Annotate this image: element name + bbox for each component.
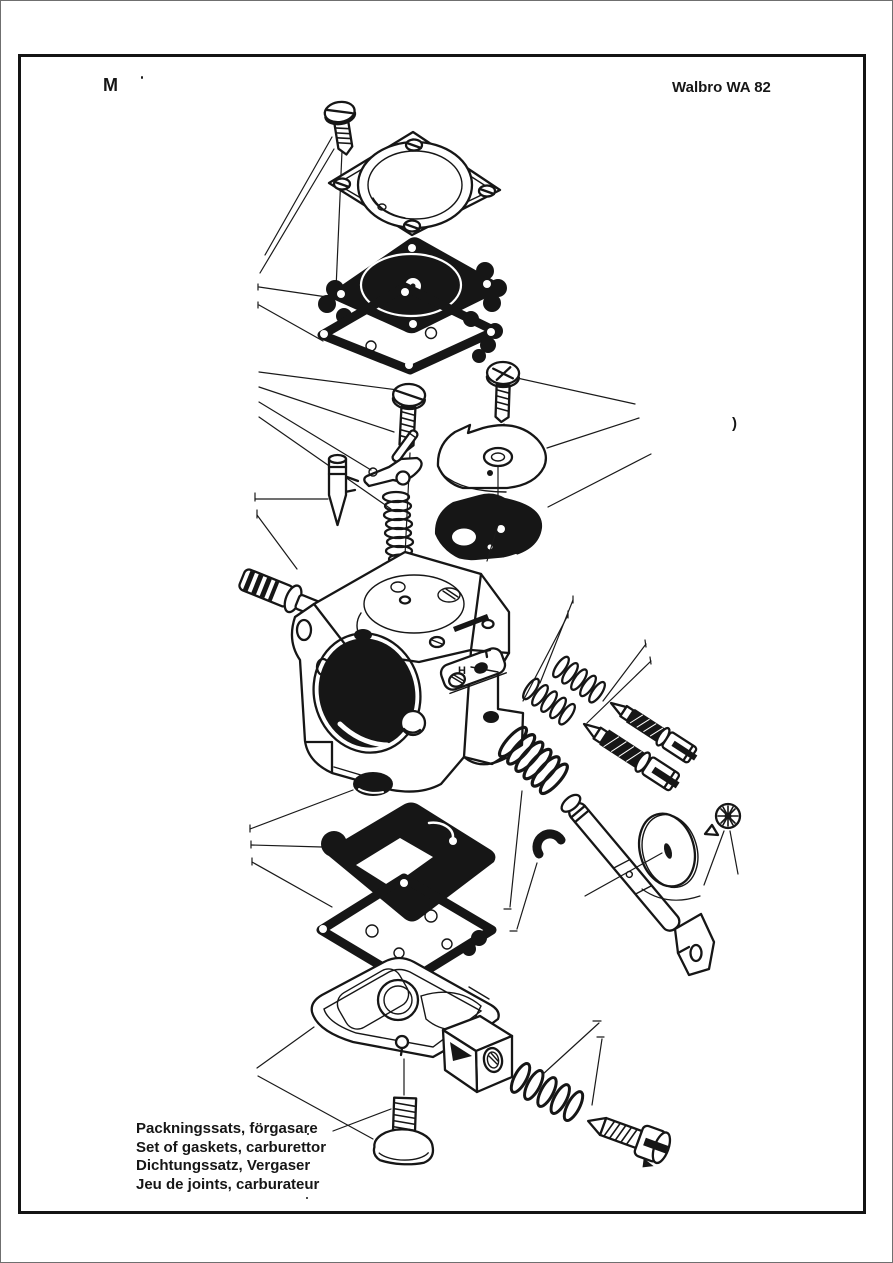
- caption-line-english: Set of gaskets, carburettor: [136, 1138, 327, 1156]
- throttle-return-spring: [497, 725, 569, 796]
- cover-screw-axis-line: [335, 150, 343, 290]
- page-border-frame: [18, 54, 866, 1214]
- bottom-cover-screw: [372, 1096, 435, 1166]
- choke-friction-screw: [485, 360, 521, 424]
- idle-spring: [509, 1062, 585, 1122]
- adjustment-needle-spring-1: [552, 655, 607, 704]
- section-letter: M: [103, 75, 119, 95]
- welch-plug: [353, 772, 393, 796]
- stray-scan-mark: ): [732, 415, 737, 432]
- caption-line-french: Jeu de joints, carburateur: [136, 1175, 320, 1193]
- adjustment-needle-spring-2: [522, 677, 577, 726]
- leader-lines-idle: [541, 1020, 605, 1106]
- leader-lines-plate-screw: [641, 830, 739, 901]
- metering-lever: [343, 456, 423, 494]
- scan-speck: [141, 76, 143, 79]
- leader-lines-bottom-left: [256, 1026, 392, 1140]
- leader-lines-spring-clip: [503, 790, 538, 932]
- throttle-plate: [637, 812, 699, 889]
- idle-speed-screw: [586, 1116, 672, 1168]
- inlet-needle: [327, 453, 348, 527]
- throttle-shaft: [560, 793, 681, 932]
- e-clip: [532, 829, 566, 859]
- choke-plate: [434, 493, 543, 563]
- fuel-pump-cover: [310, 956, 514, 1094]
- leader-lines-middle-left: [254, 371, 399, 570]
- leader-lines-top: [257, 136, 335, 342]
- cover-screw: [323, 100, 357, 156]
- pump-diaphragm: [321, 802, 496, 922]
- leader-lines-plates: [516, 377, 652, 508]
- caption-line-swedish: Packningssats, förgasare: [136, 1120, 318, 1137]
- parts-kit-caption: Packningssats, förgasare Set of gaskets,…: [136, 1120, 326, 1194]
- high-speed-needle: [609, 701, 698, 764]
- metering-diaphragm-cover: [327, 130, 502, 237]
- leader-lines-needles: [522, 595, 652, 724]
- throttle-shaft-lever-foot: [673, 912, 716, 977]
- choke-friction-plate: [436, 423, 547, 493]
- body-h-marking: H: [458, 665, 466, 677]
- caption-line-german: Dichtungssatz, Vergaser: [136, 1157, 311, 1174]
- throttle-plate-screw: [703, 802, 742, 837]
- choke-plate-axis-line-2: [486, 524, 499, 562]
- low-speed-needle: [582, 722, 681, 792]
- throttle-plate-leader: [584, 852, 663, 897]
- carburettor-model-title: Walbro WA 82: [672, 79, 771, 96]
- scan-speck: [307, 1133, 309, 1135]
- scan-speck: [306, 1197, 308, 1199]
- leader-lines-lower-left: [249, 789, 354, 908]
- carburettor-body: H: [290, 550, 525, 793]
- metering-gasket: [317, 282, 503, 375]
- roll-pin: [391, 429, 419, 463]
